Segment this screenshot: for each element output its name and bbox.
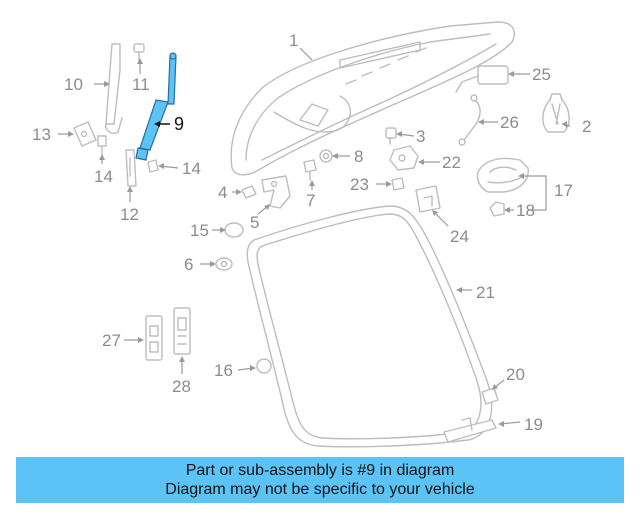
part-25[interactable] — [455, 65, 509, 93]
part-28[interactable] — [173, 307, 191, 355]
part-15-plug[interactable] — [224, 222, 244, 238]
callout-3: 3 — [416, 127, 425, 146]
callout-labels: 1 2 3 4 5 6 7 8 9 10 11 12 13 14 14 15 1… — [32, 31, 591, 434]
part-14-bolt-left[interactable] — [97, 135, 107, 157]
callout-7: 7 — [306, 191, 315, 210]
callout-25: 25 — [532, 65, 551, 84]
part-2[interactable] — [542, 93, 570, 133]
callout-18: 18 — [516, 201, 535, 220]
callout-22: 22 — [442, 153, 461, 172]
callout-21: 21 — [476, 283, 495, 302]
part-22[interactable] — [389, 145, 419, 171]
info-banner: Part or sub-assembly is #9 in diagram Di… — [16, 457, 624, 503]
callout-20: 20 — [506, 365, 525, 384]
part-9-lift-support-strut[interactable] — [135, 52, 177, 161]
part-13-bracket[interactable] — [73, 121, 97, 147]
part-27[interactable] — [145, 315, 163, 361]
callout-17: 17 — [554, 181, 573, 200]
part-11[interactable] — [133, 43, 145, 63]
part-23[interactable] — [391, 177, 405, 191]
callout-11: 11 — [132, 75, 150, 94]
callout-13: 13 — [32, 125, 51, 144]
callout-26: 26 — [500, 113, 519, 132]
callout-5: 5 — [250, 213, 259, 232]
part-16[interactable] — [256, 358, 272, 374]
part-3[interactable] — [385, 127, 397, 145]
callout-24: 24 — [450, 227, 469, 246]
part-24[interactable] — [415, 185, 441, 213]
part-14-bolt-right[interactable] — [147, 159, 159, 173]
leader-lines — [58, 47, 571, 427]
callout-6: 6 — [184, 255, 193, 274]
part-5-hinge[interactable] — [261, 175, 291, 209]
part-7[interactable] — [303, 159, 317, 181]
part-4[interactable] — [241, 185, 257, 199]
part-20[interactable] — [481, 387, 499, 405]
callout-23: 23 — [350, 175, 369, 194]
part-17-handle[interactable] — [476, 157, 529, 193]
callout-8: 8 — [354, 147, 363, 166]
callout-28: 28 — [172, 377, 191, 396]
callout-12: 12 — [120, 205, 139, 224]
banner-line-1: Part or sub-assembly is #9 in diagram — [185, 462, 455, 479]
callout-9-highlighted: 9 — [174, 114, 184, 134]
callout-10: 10 — [64, 75, 83, 94]
part-1-liftgate[interactable] — [230, 21, 516, 176]
callout-2: 2 — [582, 117, 591, 136]
banner-line-2: Diagram may not be specific to your vehi… — [165, 481, 475, 498]
part-6[interactable] — [215, 257, 233, 271]
callout-14-right: 14 — [182, 159, 201, 178]
callout-1: 1 — [289, 31, 298, 50]
callout-16: 16 — [214, 361, 233, 380]
callout-27: 27 — [102, 331, 121, 350]
callout-4: 4 — [218, 183, 227, 202]
part-10-strut[interactable] — [105, 43, 123, 134]
callout-19: 19 — [524, 415, 543, 434]
part-19-striker-plate[interactable] — [443, 417, 497, 443]
part-8[interactable] — [319, 149, 333, 163]
part-12-hinge[interactable] — [125, 149, 137, 187]
callout-15: 15 — [190, 221, 209, 240]
part-26[interactable] — [458, 94, 481, 146]
callout-14-left: 14 — [94, 167, 113, 186]
part-18[interactable] — [489, 201, 505, 217]
